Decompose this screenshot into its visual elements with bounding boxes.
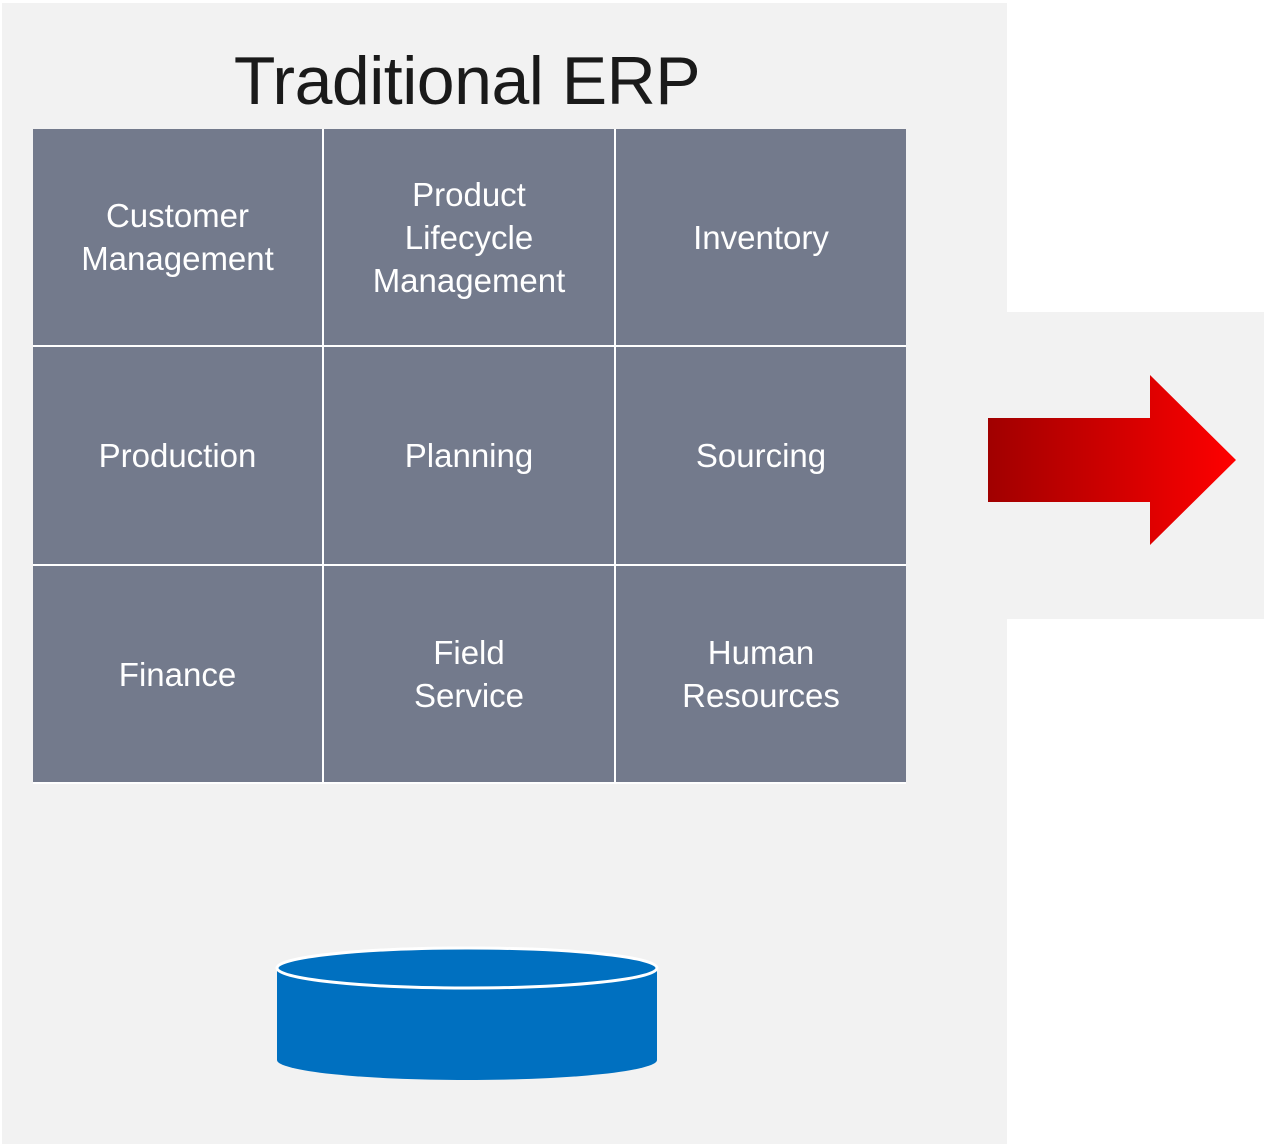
diagram-title: Traditional ERP [233,43,701,119]
arrow-shape [988,375,1236,545]
module-product-lifecycle-management: Product Lifecycle Management [324,129,614,345]
arrow-right-icon [988,375,1236,545]
module-customer-management: Customer Management [33,129,322,345]
database-body [277,968,657,1080]
module-inventory: Inventory [616,129,906,345]
module-field-service: Field Service [324,566,614,782]
traditional-erp-panel: Traditional ERP Customer Management Prod… [2,3,1007,1144]
erp-module-grid: Customer Management Product Lifecycle Ma… [33,129,906,784]
module-human-resources: Human Resources [616,566,906,782]
module-sourcing: Sourcing [616,347,906,564]
database-top [275,946,659,990]
database-cylinder-icon [275,946,659,1080]
module-planning: Planning [324,347,614,564]
module-production: Production [33,347,322,564]
module-finance: Finance [33,566,322,782]
